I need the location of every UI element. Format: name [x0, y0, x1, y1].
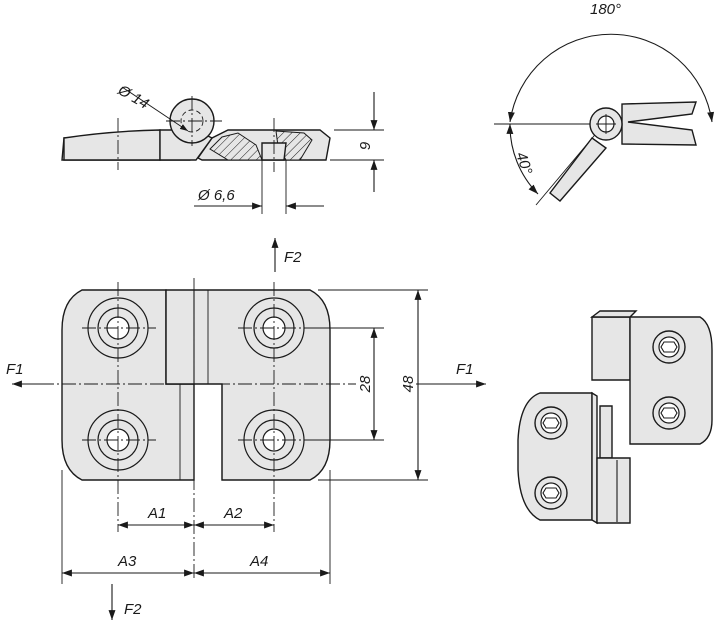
- angle-open: 180°: [590, 1, 621, 18]
- rotation-view: 180° 40°: [494, 1, 715, 206]
- side-view: Ø 14 9 Ø 6,6: [61, 81, 384, 214]
- dim-height: 48: [400, 375, 417, 392]
- dim-thickness: 9: [357, 141, 374, 150]
- dim-a2: A2: [223, 505, 243, 522]
- dim-hole-diameter-top: Ø 14: [114, 81, 152, 112]
- isometric-screw-left-top: [534, 406, 568, 440]
- isometric-knuckle: [596, 457, 631, 524]
- rotation-view-leaf-open: [621, 101, 697, 146]
- dim-a3: A3: [117, 553, 137, 570]
- dim-hole-spacing: 28: [357, 375, 374, 393]
- isometric-screw-top: [652, 330, 686, 364]
- isometric-right-leaf: [629, 316, 713, 445]
- isometric-screw-middle: [652, 396, 686, 430]
- force-f1-left: F1: [6, 361, 24, 378]
- force-f1-right: F1: [456, 361, 474, 378]
- isometric-screw-left-bottom: [534, 476, 568, 510]
- isometric-view: [517, 310, 713, 525]
- dim-hole-diameter-bottom: Ø 6,6: [197, 187, 235, 204]
- force-f2-bottom: F2: [124, 601, 142, 618]
- dim-a4: A4: [249, 553, 268, 570]
- rotation-view-leaf-folded: [549, 137, 608, 202]
- front-view: F1 F1 F2 F2 28 48 A1 A2 A3 A4: [6, 238, 486, 620]
- isometric-top-block: [591, 316, 631, 381]
- angle-closed: 40°: [512, 150, 535, 177]
- dim-a1: A1: [147, 505, 166, 522]
- force-f2-top: F2: [284, 249, 302, 266]
